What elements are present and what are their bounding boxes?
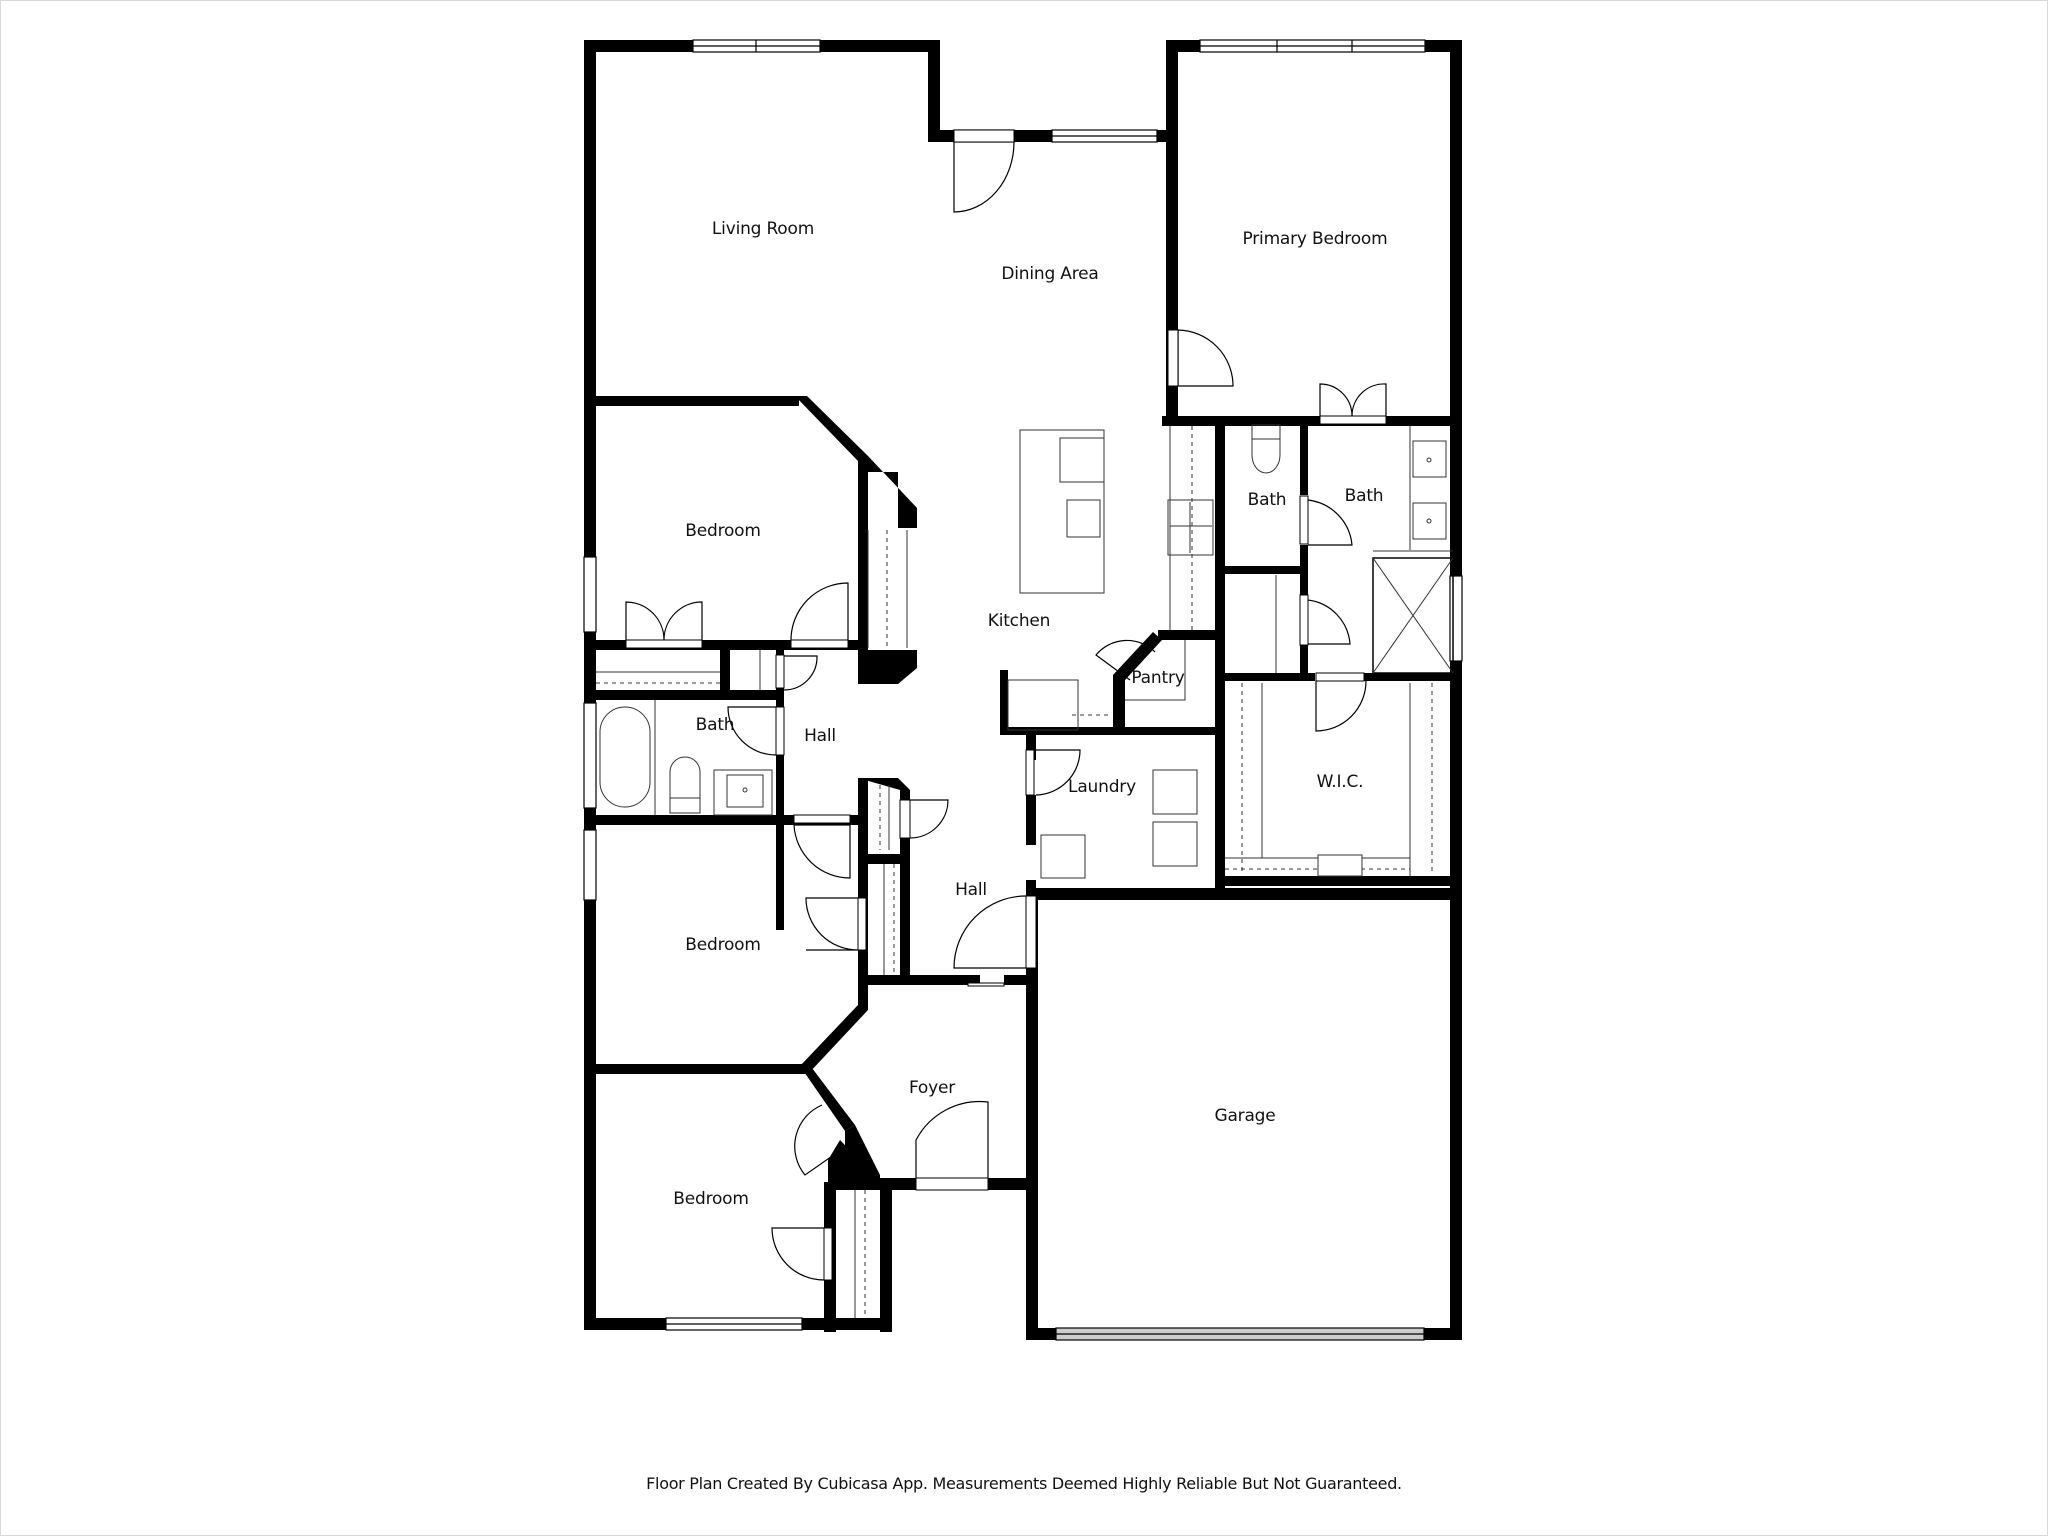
room-label-kitchen: Kitchen: [987, 611, 1051, 631]
windows: [583, 39, 1463, 1341]
room-label-living-room: Living Room: [711, 219, 815, 239]
room-label-bedroom-2: Bedroom: [685, 935, 761, 955]
room-label-garage: Garage: [1214, 1106, 1276, 1126]
room-label-bedroom-3: Bedroom: [673, 1189, 749, 1209]
room-label-primary-bedroom: Primary Bedroom: [1242, 229, 1388, 249]
room-label-bath-hall: Bath: [695, 715, 735, 735]
disclaimer-footer: Floor Plan Created By Cubicasa App. Meas…: [646, 1474, 1402, 1493]
room-label-bath-primary: Bath: [1344, 486, 1384, 506]
room-label-wic: W.I.C.: [1316, 772, 1364, 792]
room-label-bath-primary-wc: Bath: [1247, 490, 1287, 510]
room-label-hall-lower: Hall: [955, 880, 987, 900]
room-label-dining-area: Dining Area: [1001, 264, 1099, 284]
room-label-hall-upper: Hall: [804, 726, 836, 746]
door-frames: [625, 129, 1387, 1281]
room-label-foyer: Foyer: [908, 1078, 956, 1098]
fixtures: [596, 424, 1454, 1318]
room-label-bedroom-1: Bedroom: [685, 521, 761, 541]
room-label-laundry: Laundry: [1068, 777, 1136, 797]
doors: [625, 141, 1387, 1281]
room-label-pantry: Pantry: [1131, 668, 1185, 688]
